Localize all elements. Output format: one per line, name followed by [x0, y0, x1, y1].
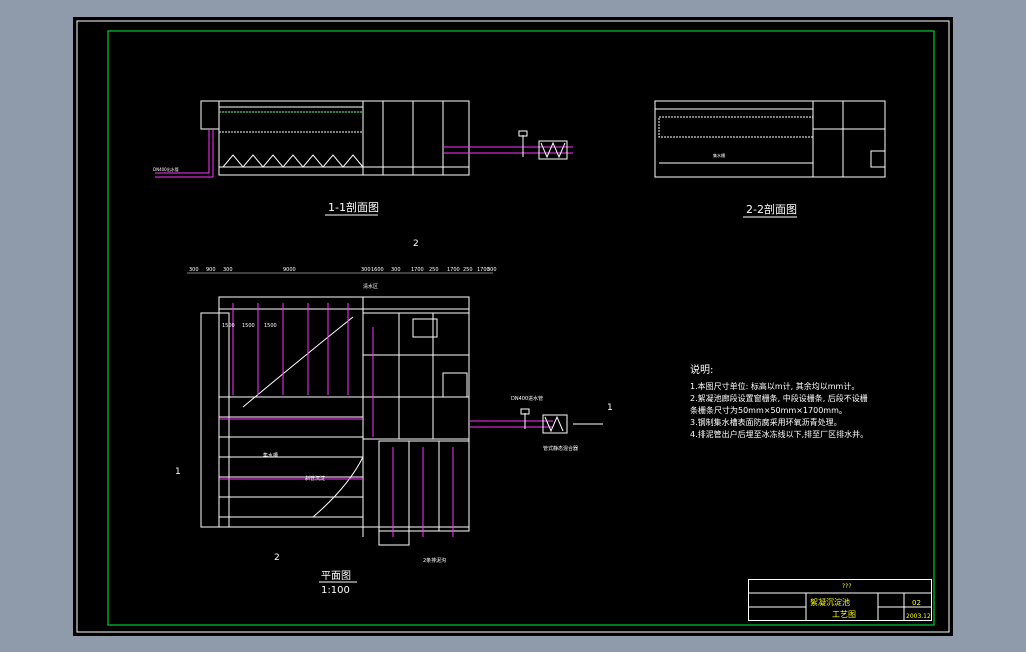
plan-view — [200, 296, 470, 546]
plan-inner-dims: 1500 1500 1500 — [222, 323, 277, 329]
title-block: 絮凝沉淀池 工艺图 ??? 02 2003.12 — [748, 579, 932, 621]
note-line: 1.本图尺寸单位: 标高以m计, 其余均以mm计。 — [690, 382, 860, 391]
title-block-sheet: 02 — [912, 599, 921, 607]
plan-valve — [520, 408, 603, 434]
inner-frame — [107, 30, 935, 626]
section-1-1-inlet-label: DN400出水管 — [153, 166, 179, 172]
note-line: 条栅条尺寸为50mm×50mm×1700mm。 — [690, 406, 847, 415]
design-notes: 说明: 1.本图尺寸单位: 标高以m计, 其余均以mm计。 2.絮凝池廊段设置窗… — [690, 365, 868, 441]
dimension-label: 300 — [487, 267, 497, 273]
plan-area-label: 清水区 — [363, 283, 378, 290]
svg-text:1500: 1500 — [264, 323, 277, 329]
drawing-canvas: 1-1剖面图 DN400出水管 2-2剖面图 集水槽 300 900 300 9000… — [73, 17, 953, 636]
plan-scale: 1:100 — [321, 585, 350, 596]
dimension-label: 1600 — [371, 267, 384, 273]
dimension-label: 250 — [463, 267, 473, 273]
note-line: 2.絮凝池廊段设置窗栅条, 中段设栅条, 后段不设栅 — [690, 394, 868, 403]
dimension-label: 250 — [429, 267, 439, 273]
svg-text:1500: 1500 — [222, 323, 235, 329]
title-block-marks: ??? — [842, 583, 852, 590]
dimension-label: 300 — [391, 267, 401, 273]
section-1-1-title: 1-1剖面图 — [328, 200, 379, 214]
plan-section-marker-1-right: 1 — [607, 403, 613, 413]
section-2-2-title: 2-2剖面图 — [746, 202, 797, 216]
plan-pipes — [219, 303, 553, 537]
title-block-drawing-name: 工艺图 — [832, 610, 856, 619]
cad-drawing: 1-1剖面图 DN400出水管 2-2剖面图 集水槽 300 900 300 9000… — [76, 20, 950, 633]
svg-text:1500: 1500 — [242, 323, 255, 329]
note-line: 4.排泥管出户后埋至冰冻线以下,排至厂区排水井。 — [690, 430, 869, 439]
plan-section-marker-2-bottom: 2 — [274, 553, 280, 563]
title-block-grid: 絮凝沉淀池 工艺图 ??? 02 2003.12 — [748, 579, 932, 621]
dimension-label: 9000 — [283, 267, 296, 273]
plan-pipe-label: DN400进水管 — [511, 395, 543, 402]
outer-border — [76, 20, 950, 633]
plan-section-marker-1-left: 1 — [175, 467, 181, 477]
dimension-label: 1700 — [447, 267, 460, 273]
note-line: 3.钢制集水槽表面防腐采用环氧沥青处理。 — [690, 418, 842, 427]
dimension-label: 1700 — [411, 267, 424, 273]
dimension-label: 300 — [223, 267, 233, 273]
plan-collector-label: 集水槽 — [263, 452, 278, 459]
dimension-label: 900 — [206, 267, 216, 273]
plan-mix-label: 管式静态混合器 — [543, 445, 578, 452]
title-block-project: 絮凝沉淀池 — [810, 597, 850, 607]
notes-title: 说明: — [690, 365, 714, 376]
dimension-label: 300 — [189, 267, 199, 273]
section-1-1 — [155, 100, 573, 178]
title-block-date: 2003.12 — [906, 613, 931, 620]
dimension-label: 300 — [361, 267, 371, 273]
dimension-label: 1700 — [477, 267, 490, 273]
plan-section-marker-2-top: 2 — [413, 239, 419, 249]
section-2-2 — [654, 100, 886, 178]
plan-sludge-label: 2条排泥沟 — [423, 557, 446, 564]
plan-settling-label: 斜管沉淀 — [305, 475, 325, 482]
section-2-2-tank-label: 集水槽 — [713, 152, 725, 158]
plan-title: 平面图 — [321, 570, 351, 582]
